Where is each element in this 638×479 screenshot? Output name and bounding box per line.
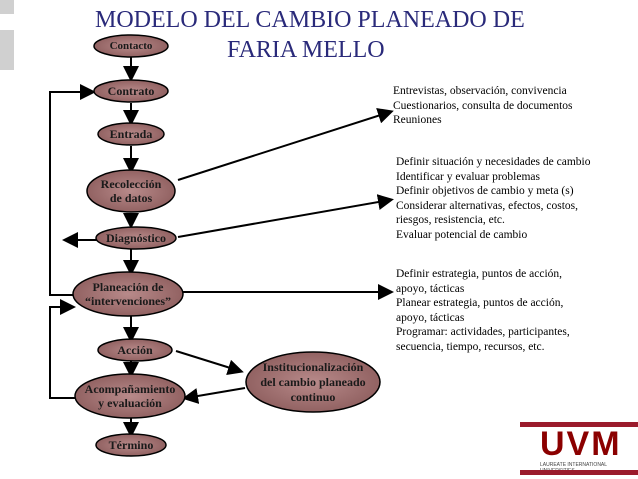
node-diagnostico-shape [95,226,177,250]
node-acompanamiento-shape [74,373,186,419]
page-title: MODELO DEL CAMBIO PLANEADO DE FARIA MELL… [95,5,555,65]
arrow-institucionalizacion-acompanamiento [182,387,246,404]
node-entrada: Entrada [109,127,153,141]
node-planeacion: Planeación de “intervenciones” [85,280,171,308]
logo-top-bar [520,422,638,427]
corner-decoration [0,30,14,70]
node-entrada-shape [97,122,165,146]
node-institucionalizacion-shape [245,351,381,413]
node-acompanamiento: Acompañamiento y evaluación [84,382,176,410]
arrow-diagnostico-note [177,194,394,238]
node-termino: Término [108,438,154,452]
node-contacto-shape [93,34,169,58]
uvm-logo: UVM [540,425,622,463]
node-recoleccion: Recolección de datos [100,177,162,205]
title-line-1: MODELO DEL CAMBIO PLANEADO DE [95,7,525,33]
arrow-accion-institucionalizacion [175,350,244,376]
node-institucionalizacion: Institucionalización del cambio planeado… [260,359,366,404]
corner-decoration [0,0,14,14]
node-diagnostico: Diagnóstico [106,231,166,245]
node-planeacion-shape [72,271,184,317]
note-diagnostico: Definir situación y necesidades de cambi… [396,156,591,241]
title-line-2: FARIA MELLO [227,37,385,63]
node-contrato-shape [93,79,169,103]
feedback-loop-planeacion [49,299,76,399]
node-termino-shape [95,433,167,457]
feedback-loop-contrato [49,84,96,296]
node-contrato: Contrato [107,84,155,98]
logo-bottom-bar [520,470,638,475]
node-recoleccion-shape [86,169,176,213]
note-planeacion: Definir estrategia, puntos de acción, ap… [396,268,570,353]
note-recoleccion: Entrevistas, observación, convivencia Cu… [393,85,573,127]
node-accion-shape [97,338,173,362]
node-contacto: Contacto [109,40,153,52]
node-accion: Acción [117,343,153,357]
arrow-recoleccion-note [177,108,394,181]
